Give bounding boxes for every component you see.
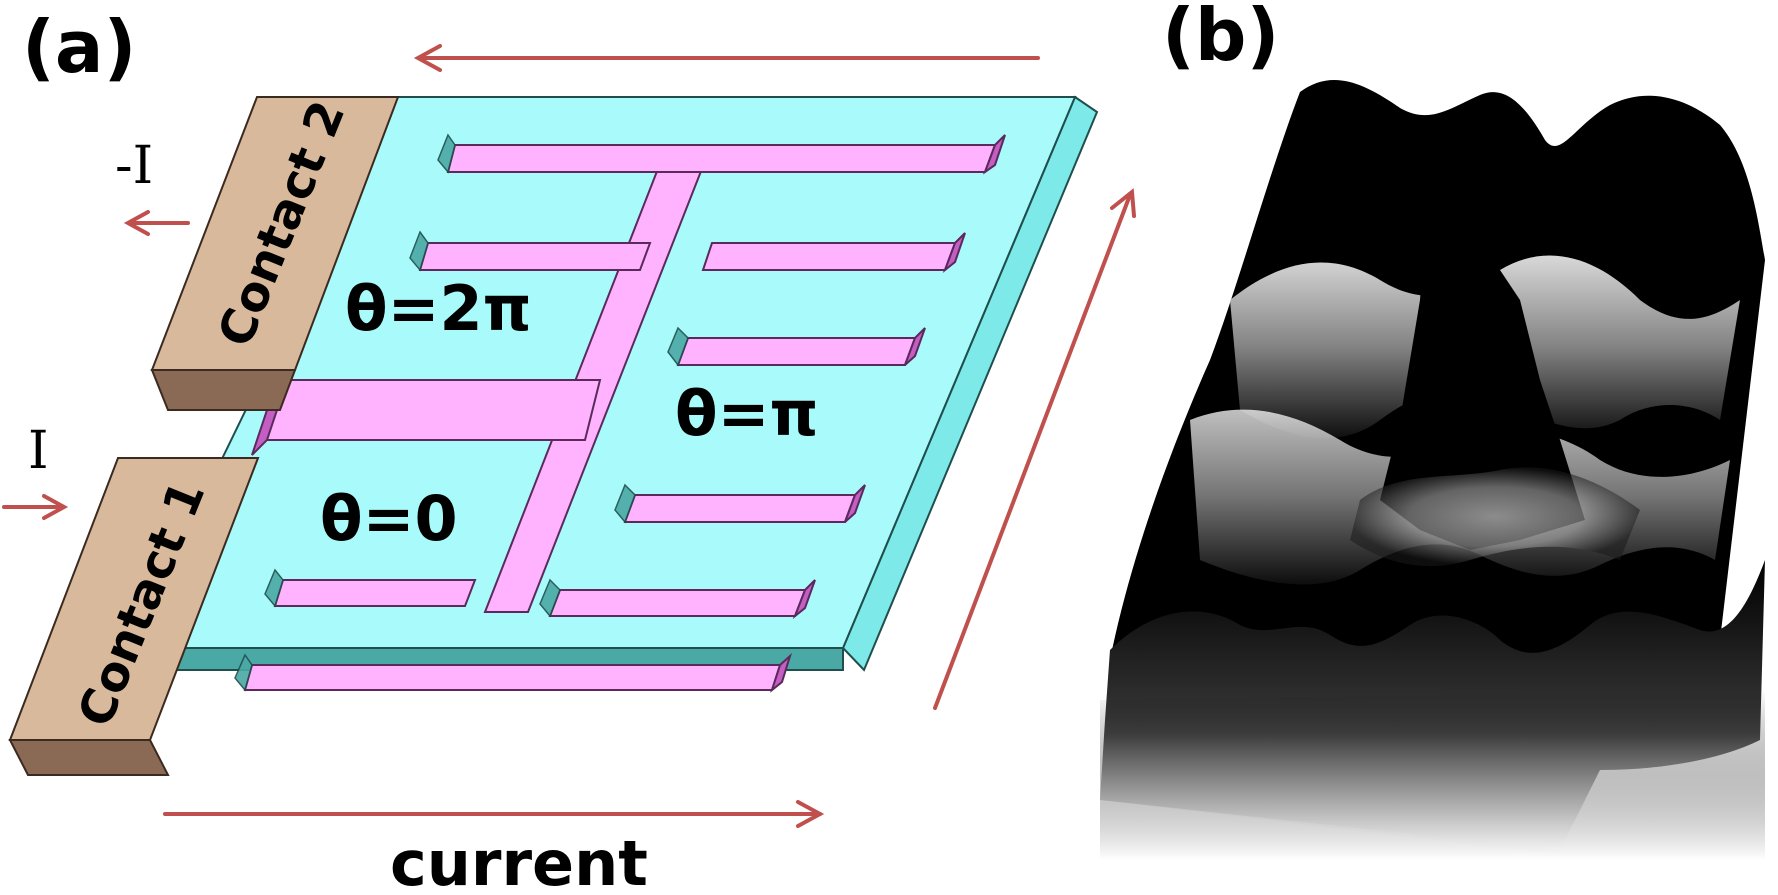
trench — [264, 568, 284, 608]
electrode-bridge — [263, 379, 602, 441]
finger — [418, 242, 652, 271]
panel-a-label: (a) — [22, 5, 136, 89]
finger-side — [770, 652, 793, 693]
current-axis-label: current — [390, 827, 648, 895]
finger-side — [942, 232, 966, 274]
finger-side — [904, 327, 926, 366]
right-arrow — [933, 193, 1132, 710]
finger — [273, 579, 477, 607]
contact-2-front — [150, 369, 297, 411]
surface-plot — [1100, 80, 1765, 860]
finger — [701, 242, 957, 271]
arrows — [2, 44, 1136, 828]
finger — [548, 589, 807, 617]
panel-a: (a) — [2, 5, 1136, 895]
trenches — [234, 133, 689, 692]
in-current-arrow-head — [42, 494, 69, 520]
theta-pi-label: θ=π — [675, 377, 819, 450]
surface-central-glow — [1350, 467, 1640, 567]
theta-2pi-label: θ=2π — [345, 272, 532, 345]
bottom-arrow-head — [796, 800, 825, 828]
trench — [234, 653, 253, 692]
finger — [243, 664, 782, 691]
right-arrow-head — [1110, 188, 1136, 218]
finger — [623, 494, 857, 523]
out-current-arrow-head — [123, 210, 150, 236]
finger — [446, 144, 997, 173]
contact-1-front — [8, 739, 170, 776]
panel-b-label: (b) — [1162, 0, 1279, 77]
surface-fade — [1100, 690, 1765, 860]
in-current-label: I — [28, 421, 49, 481]
finger — [676, 337, 917, 366]
trench — [437, 133, 456, 174]
theta-0-label: θ=0 — [320, 482, 458, 555]
top-arrow-head — [413, 44, 442, 72]
finger-side — [982, 134, 1006, 175]
finger-side — [792, 579, 816, 620]
surface-central-peak — [1380, 170, 1585, 550]
panel-b: (b) — [1100, 0, 1765, 860]
out-current-label: -I — [115, 136, 153, 196]
trench — [667, 326, 689, 367]
finger-side — [844, 484, 866, 523]
trench — [614, 483, 636, 524]
trench — [539, 578, 561, 618]
trench — [409, 230, 429, 272]
